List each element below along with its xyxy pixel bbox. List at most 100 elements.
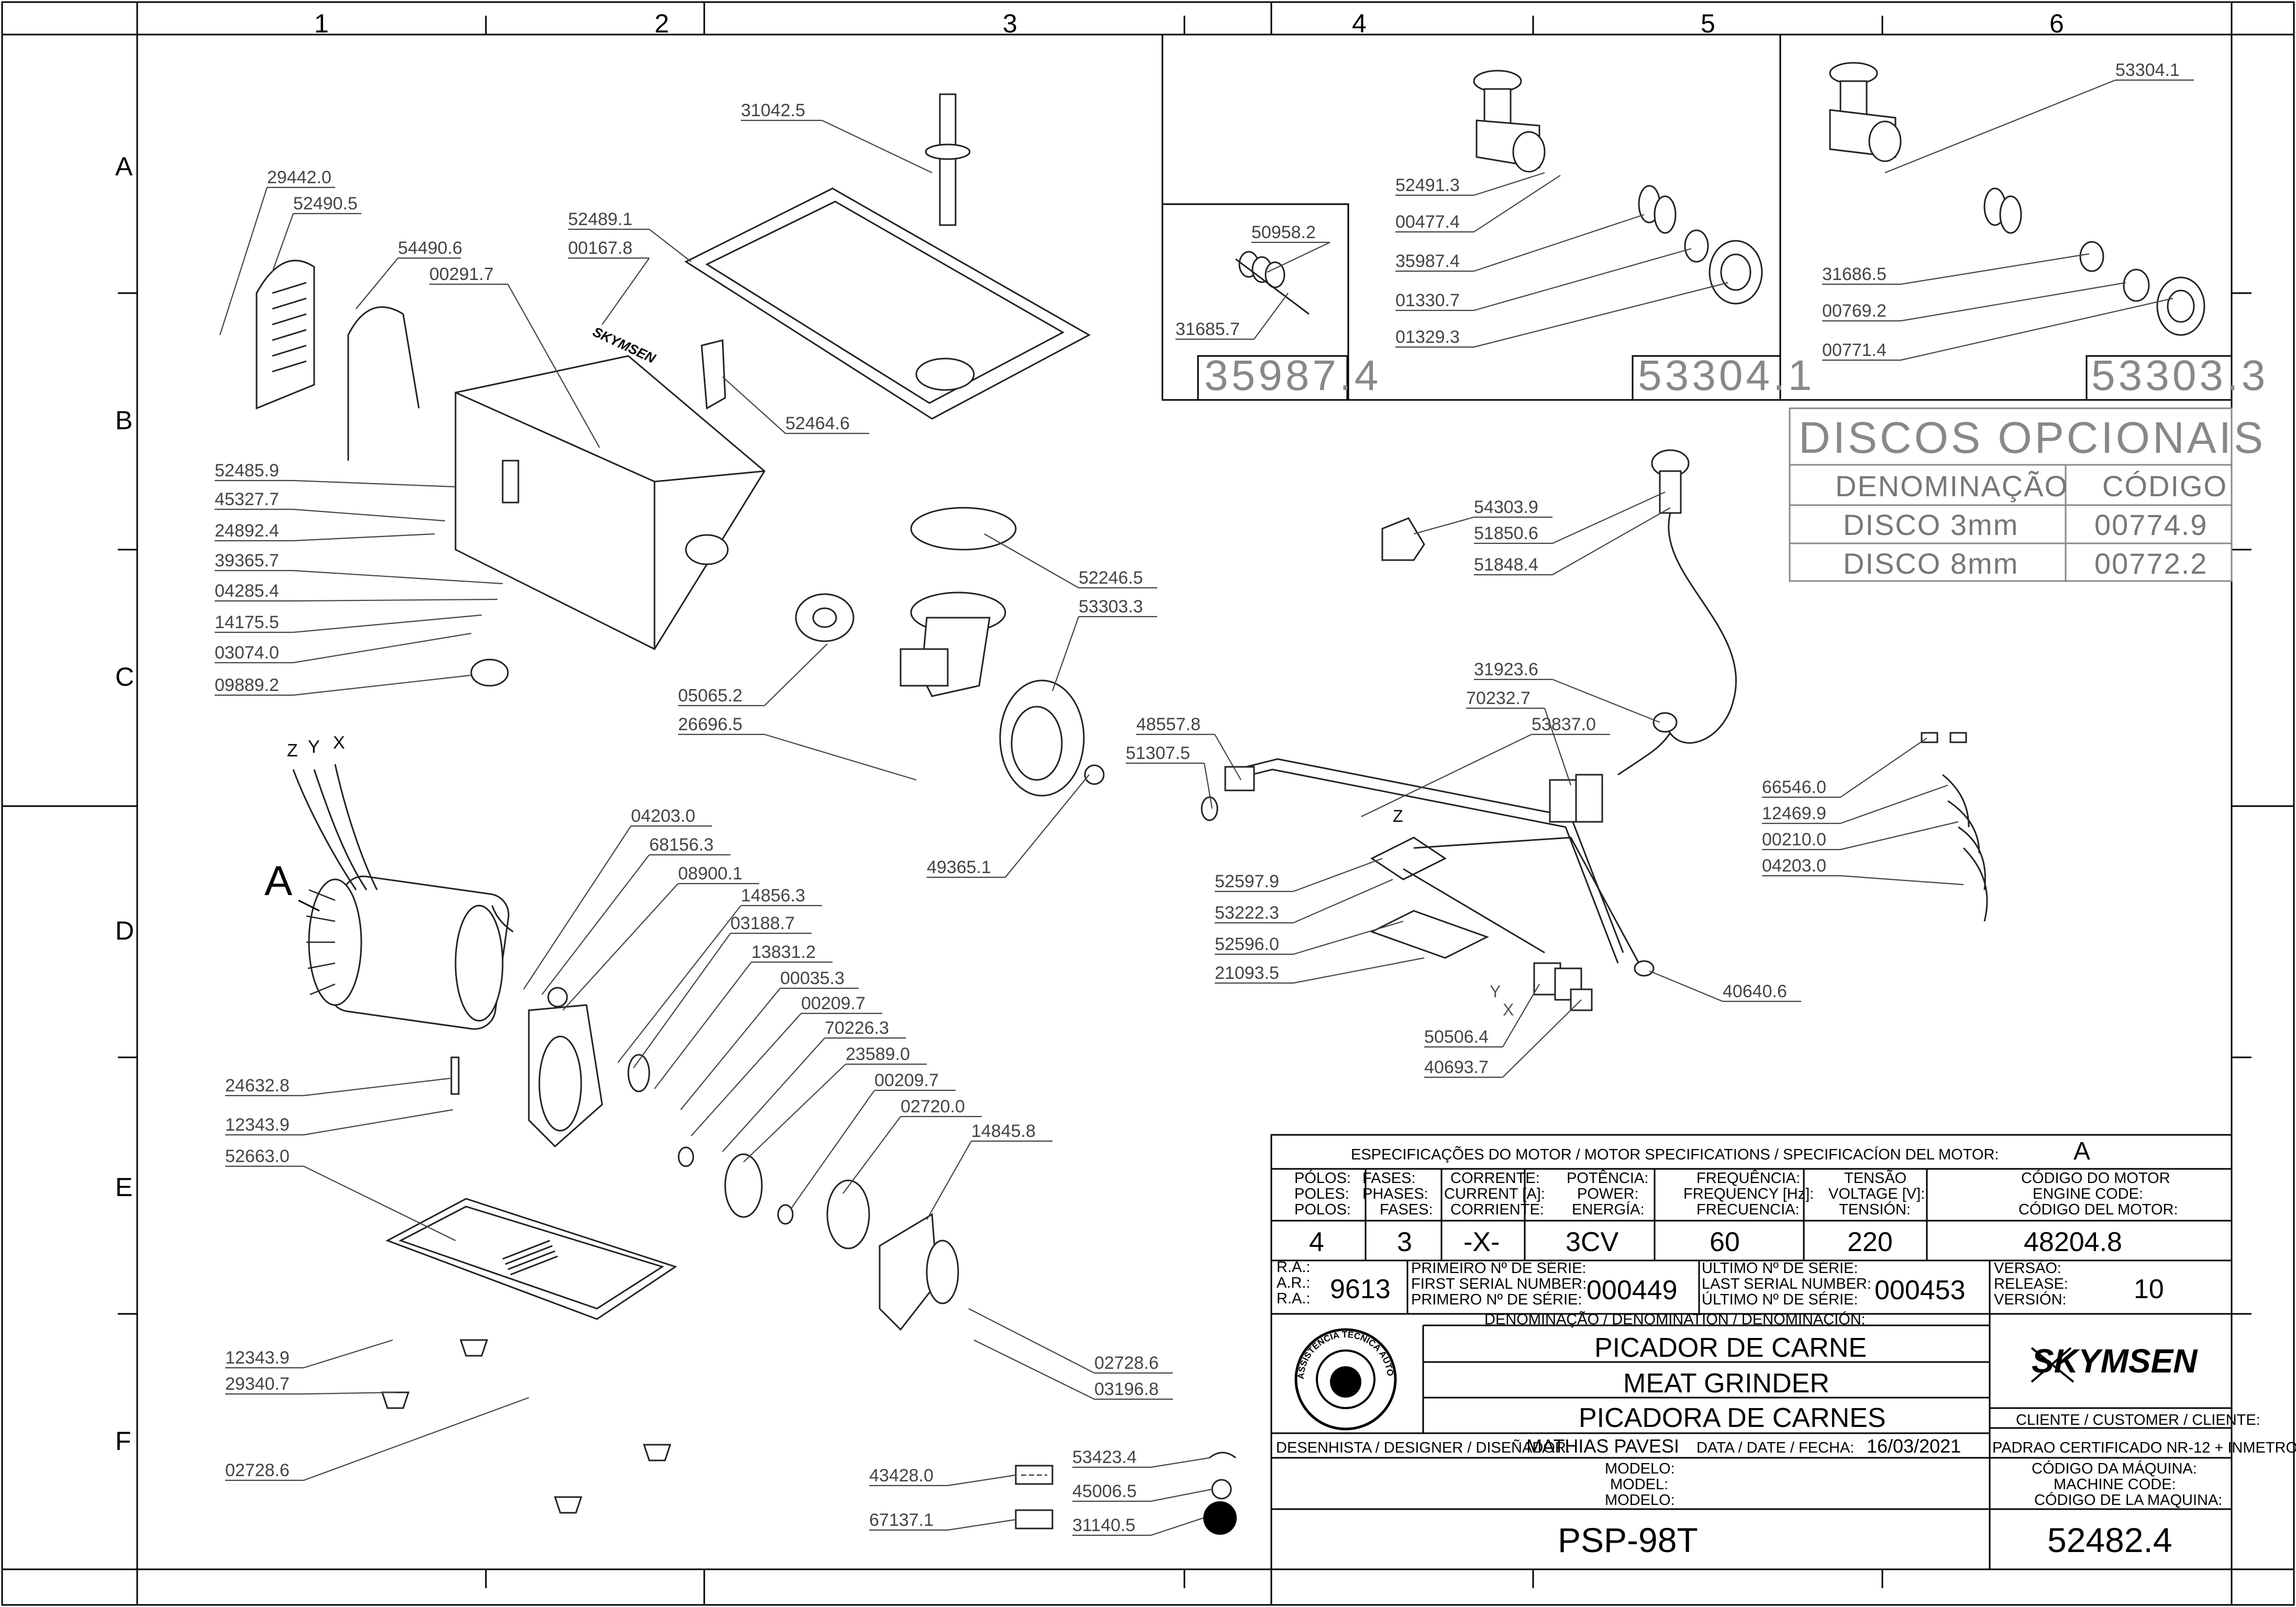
part-number-label: 51850.6 [1474,523,1538,543]
part-number-label: 12343.9 [225,1115,290,1135]
leader-line [973,1340,1095,1400]
freq-label-en: FREQUENCY [Hz]: [1683,1186,1814,1202]
part-number-label: 31685.7 [1175,319,1240,339]
leader-line [1203,763,1213,809]
part-callouts: 31042.529442.052490.554490.600291.752489… [215,60,2194,1536]
part-number-label: 29442.0 [267,168,331,187]
part-number-label: 31042.5 [741,101,805,120]
model-label-en: MODEL: [1610,1476,1668,1493]
part-number-label: 66546.0 [1762,777,1826,797]
poles-label-en: POLES: [1294,1186,1349,1202]
leader-line [293,614,482,633]
motor-a-arrow [298,899,320,912]
leader-line [764,733,917,781]
leader-line [602,258,650,325]
phases-value: 3 [1397,1227,1412,1257]
black-disc-part [1203,1501,1237,1535]
elec-z: Z [1393,807,1403,825]
sticker-part-2 [1015,1509,1053,1530]
col-label-1: 1 [314,9,329,38]
bolt-part [450,1056,460,1095]
leader-line [1293,920,1404,955]
leader-line [691,1013,802,1136]
leader-line [271,213,294,273]
row-label-B: B [115,406,132,435]
power-label-es: ENERGÍA: [1572,1201,1645,1218]
leader-line [356,258,398,309]
leader-line [1267,242,1330,273]
part-number-label: 01329.3 [1395,327,1460,347]
leader-line [1552,491,1666,544]
part-number-label: 53304.1 [2115,60,2180,80]
part-number-label: 67137.1 [869,1510,934,1530]
part-number-label: 70232.7 [1466,688,1530,708]
leader-line [1150,1517,1204,1536]
leader-line [1473,248,1692,311]
part-number-label: 52489.1 [568,209,633,229]
leader-line [1214,734,1241,780]
ra-label-3: R.A.: [1277,1290,1310,1307]
leader-line [293,632,472,664]
leader-line [1552,678,1660,723]
motor-wire-x: X [333,733,345,753]
version-label-pt: VERSÃO: [1994,1259,2061,1277]
leader-line [1293,857,1383,892]
leader-line [562,883,679,1011]
leader-line [649,229,692,262]
wire-part [491,905,514,933]
part-number-label: 52491.3 [1395,175,1460,195]
engine-code-value: 48204.8 [2024,1227,2122,1257]
last-serial-value: 000453 [1874,1275,1966,1305]
elec-y: Y [1490,982,1501,1001]
name-es: PICADORA DE CARNES [1579,1403,1886,1433]
disc-3mm-code: 00774.9 [2094,508,2208,541]
grinder-head-part [910,507,1017,551]
denomination-heading: DENOMINAÇÃO / DENOMINATION / DENOMINACIÓ… [1484,1310,1866,1328]
leader-line [1544,708,1572,786]
part-number-label: 04203.0 [1762,856,1826,876]
current-label-es: CORRIENTE: [1450,1201,1544,1218]
row-label-D: D [115,916,134,945]
leader-line [523,825,631,990]
voltage-label-pt: TENSÃO [1844,1169,1906,1187]
col-label-3: 3 [1003,9,1017,38]
part-number-label: 43428.0 [869,1466,934,1486]
part-number-label: 03188.7 [730,913,795,933]
name-en: MEAT GRINDER [1623,1368,1829,1399]
part-number-label: 02728.6 [1094,1353,1159,1373]
arc-symbol-part [1209,1452,1236,1459]
row-label-F: F [115,1426,131,1456]
ra-label-1: R.A.: [1277,1259,1310,1276]
discs-col-name: DENOMINAÇÃO [1835,470,2068,503]
part-number-label: 52490.5 [293,194,358,214]
leader-line [1649,970,1723,1002]
leader-line [1552,507,1671,575]
col-label-2: 2 [655,9,669,38]
detail-box-label-1: 35987.4 [1204,352,1381,399]
part-number-label: 03074.0 [215,643,279,663]
first-serial-label-en: FIRST SERIAL NUMBER: [1411,1276,1587,1292]
machine-code-label-en: MACHINE CODE: [2054,1476,2176,1493]
part-number-label: 00209.7 [801,994,866,1013]
part-number-label: 00210.0 [1762,830,1826,850]
freq-label-pt: FREQUÊNCIA: [1696,1169,1800,1187]
machine-code-label-pt: CÓDIGO DA MÁQUINA: [2032,1460,2197,1477]
motor-spec-letter: A [2073,1137,2090,1165]
part-number-label: 26696.5 [678,715,742,734]
base-plate-part [385,1198,678,1320]
leader-line [1150,1457,1210,1468]
discs-col-code: CÓDIGO [2102,470,2227,503]
voltage-label-en: VOLTAGE [V]: [1828,1186,1925,1202]
part-number-label: 31923.6 [1474,660,1538,679]
leader-line [303,1109,453,1136]
leader-line [293,533,435,542]
leader-line [1473,214,1645,272]
brand-logo: SKYMSEN [2032,1342,2198,1380]
designer-label: DESENHISTA / DESIGNER / DISEÑADOR: [1276,1438,1570,1456]
client-value: PADRAO CERTIFICADO NR-12 + INMETRO [1992,1439,2296,1456]
part-number-label: 50958.2 [1251,222,1316,242]
leader-line [303,1391,396,1395]
grill-cover-part [256,260,315,410]
leader-line [1005,774,1090,878]
